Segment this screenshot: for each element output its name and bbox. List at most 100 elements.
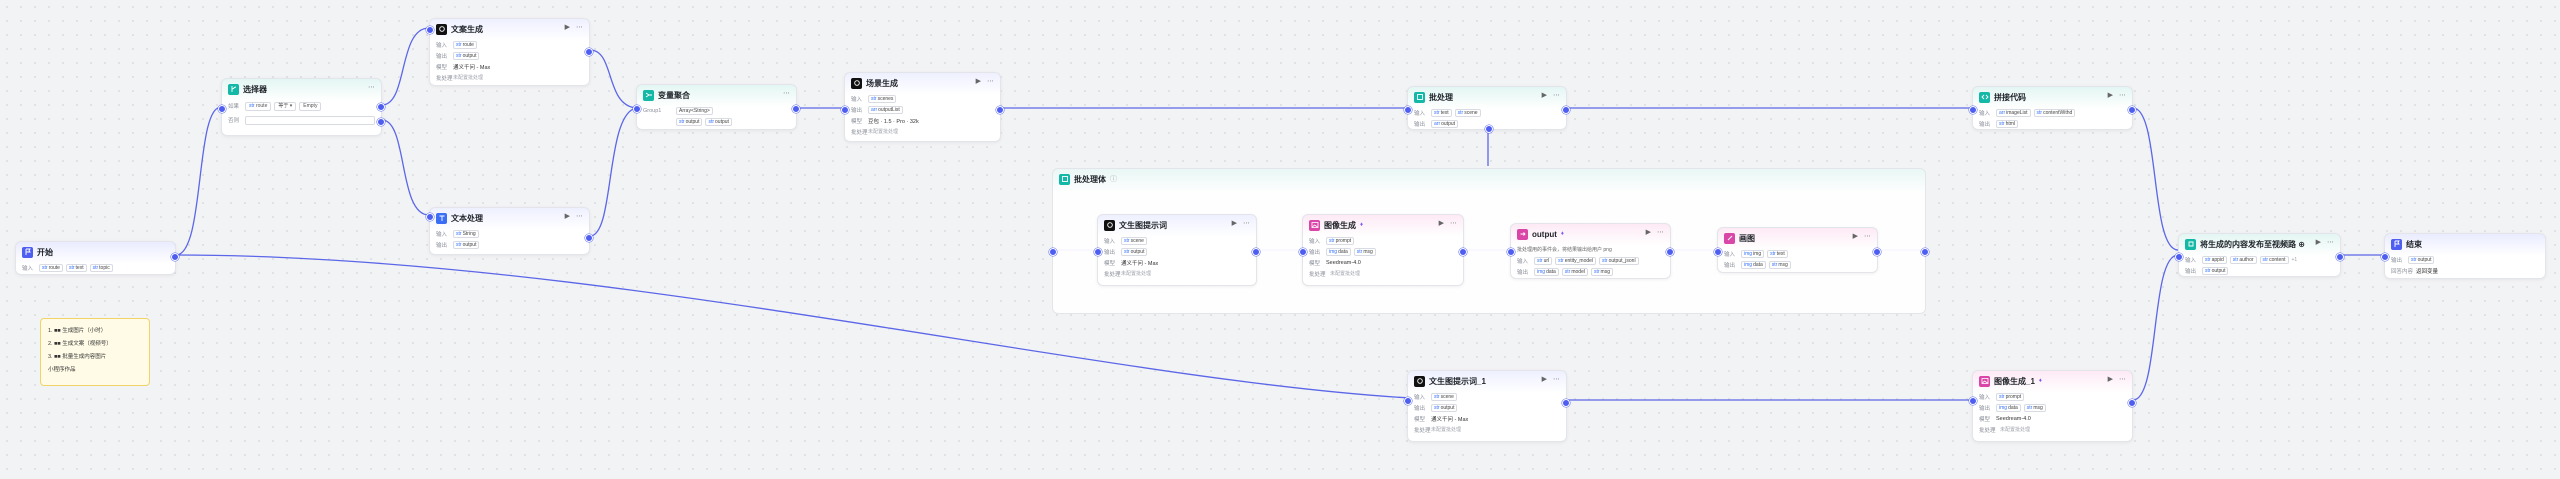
run-icon[interactable]: ▶	[564, 213, 570, 220]
input-port[interactable]	[426, 213, 434, 221]
more-icon[interactable]: ⋯	[1553, 376, 1560, 383]
output-port[interactable]	[2336, 253, 2344, 261]
more-icon[interactable]: ⋯	[2119, 92, 2126, 99]
node-title: 开始	[37, 247, 53, 257]
more-icon[interactable]: ⋯	[1243, 220, 1250, 227]
input-port[interactable]	[1507, 248, 1515, 256]
output-port[interactable]	[585, 48, 593, 56]
input-port[interactable]	[2381, 253, 2389, 261]
body-output-port[interactable]	[1921, 248, 1929, 256]
input-port[interactable]	[633, 105, 641, 113]
image-icon	[1979, 375, 1990, 387]
merge-icon	[643, 89, 654, 101]
sparkle-icon: ♦	[2038, 378, 2042, 384]
run-icon[interactable]: ▶	[2315, 239, 2321, 246]
input-port[interactable]	[1404, 106, 1412, 114]
input-port[interactable]	[1404, 397, 1412, 405]
more-icon[interactable]: ⋯	[783, 90, 790, 97]
input-port[interactable]	[1969, 106, 1977, 114]
more-icon[interactable]: ⋯	[1657, 229, 1664, 236]
run-icon[interactable]: ▶	[2107, 92, 2113, 99]
end-flag-icon	[2391, 238, 2402, 250]
run-icon[interactable]: ▶	[1231, 220, 1237, 227]
run-icon[interactable]: ▶	[1645, 229, 1651, 236]
node-title: 变量聚合	[658, 90, 690, 100]
run-icon[interactable]: ▶	[975, 78, 981, 85]
edge-copygen-merge	[589, 49, 637, 109]
more-icon[interactable]: ⋯	[576, 213, 583, 220]
var-tag: strtext	[65, 263, 87, 272]
sparkle-icon: ♦	[1560, 231, 1564, 237]
node-selector[interactable]: 选择器 ⋯ 如果 str route 等于 ▾ Empty 否则	[218, 78, 385, 136]
input-port[interactable]	[1094, 248, 1102, 256]
node-start[interactable]: 开始 输入 strroute strtext strtopic	[15, 241, 179, 275]
input-port[interactable]	[426, 26, 434, 34]
more-icon[interactable]: ⋯	[1553, 92, 1560, 99]
more-icon[interactable]: ⋯	[1864, 233, 1871, 240]
output-port[interactable]	[1666, 248, 1674, 256]
more-icon[interactable]: ⋯	[2327, 239, 2334, 246]
output-port[interactable]	[996, 106, 1004, 114]
more-icon[interactable]: ⋯	[576, 24, 583, 31]
run-icon[interactable]: ▶	[1541, 376, 1547, 383]
more-icon[interactable]: ⋯	[987, 78, 994, 85]
loop-icon	[1414, 91, 1425, 103]
body-input-port[interactable]	[1049, 248, 1057, 256]
node-title: 文案生成	[451, 24, 483, 34]
input-port[interactable]	[2175, 253, 2183, 261]
loop-icon	[1059, 173, 1070, 185]
more-icon[interactable]: ⋯	[1450, 220, 1457, 227]
run-icon[interactable]: ▶	[564, 24, 570, 31]
condition-var[interactable]: str route	[245, 101, 272, 111]
node-title: 批处理	[1429, 92, 1453, 102]
run-icon[interactable]: ▶	[1438, 220, 1444, 227]
sticky-note[interactable]: 1. ■■ 生成图片（小时） 2. ■■ 生成文案（视频号） 3. ■■ 批量生…	[40, 318, 150, 386]
output-port[interactable]	[2128, 399, 2136, 407]
condition-value[interactable]: Empty	[299, 101, 322, 111]
output-port[interactable]	[1562, 106, 1570, 114]
else-field[interactable]	[245, 115, 375, 125]
more-icon[interactable]: ⋯	[2119, 376, 2126, 383]
model-name: 通义千问 - Max	[453, 64, 491, 71]
output-port[interactable]	[1562, 399, 1570, 407]
run-icon[interactable]: ▶	[1541, 92, 1547, 99]
edge-start-t2i1	[175, 254, 1411, 399]
plugin-icon	[2185, 238, 2196, 250]
run-icon[interactable]: ▶	[2107, 376, 2113, 383]
output-port[interactable]	[1459, 248, 1467, 256]
run-icon[interactable]: ▶	[1852, 233, 1858, 240]
body-port[interactable]	[1485, 125, 1493, 133]
more-icon[interactable]: ⋯	[368, 84, 375, 91]
output-port[interactable]	[377, 103, 385, 111]
output-port[interactable]	[377, 118, 385, 126]
output-port[interactable]	[1873, 248, 1881, 256]
output-port[interactable]	[585, 234, 593, 242]
input-port[interactable]	[1299, 248, 1307, 256]
sparkle-icon: ♦	[1360, 222, 1364, 228]
node-title: 结束	[2406, 239, 2422, 249]
input-port[interactable]	[218, 105, 226, 113]
input-port[interactable]	[1969, 397, 1977, 405]
output-port[interactable]	[171, 253, 179, 261]
output-port[interactable]	[2128, 106, 2136, 114]
input-port[interactable]	[841, 106, 849, 114]
branch-icon	[228, 83, 239, 95]
output-port[interactable]	[792, 105, 800, 113]
condition-op[interactable]: 等于 ▾	[274, 101, 297, 111]
input-port[interactable]	[1714, 248, 1722, 256]
output-port[interactable]	[1252, 248, 1260, 256]
